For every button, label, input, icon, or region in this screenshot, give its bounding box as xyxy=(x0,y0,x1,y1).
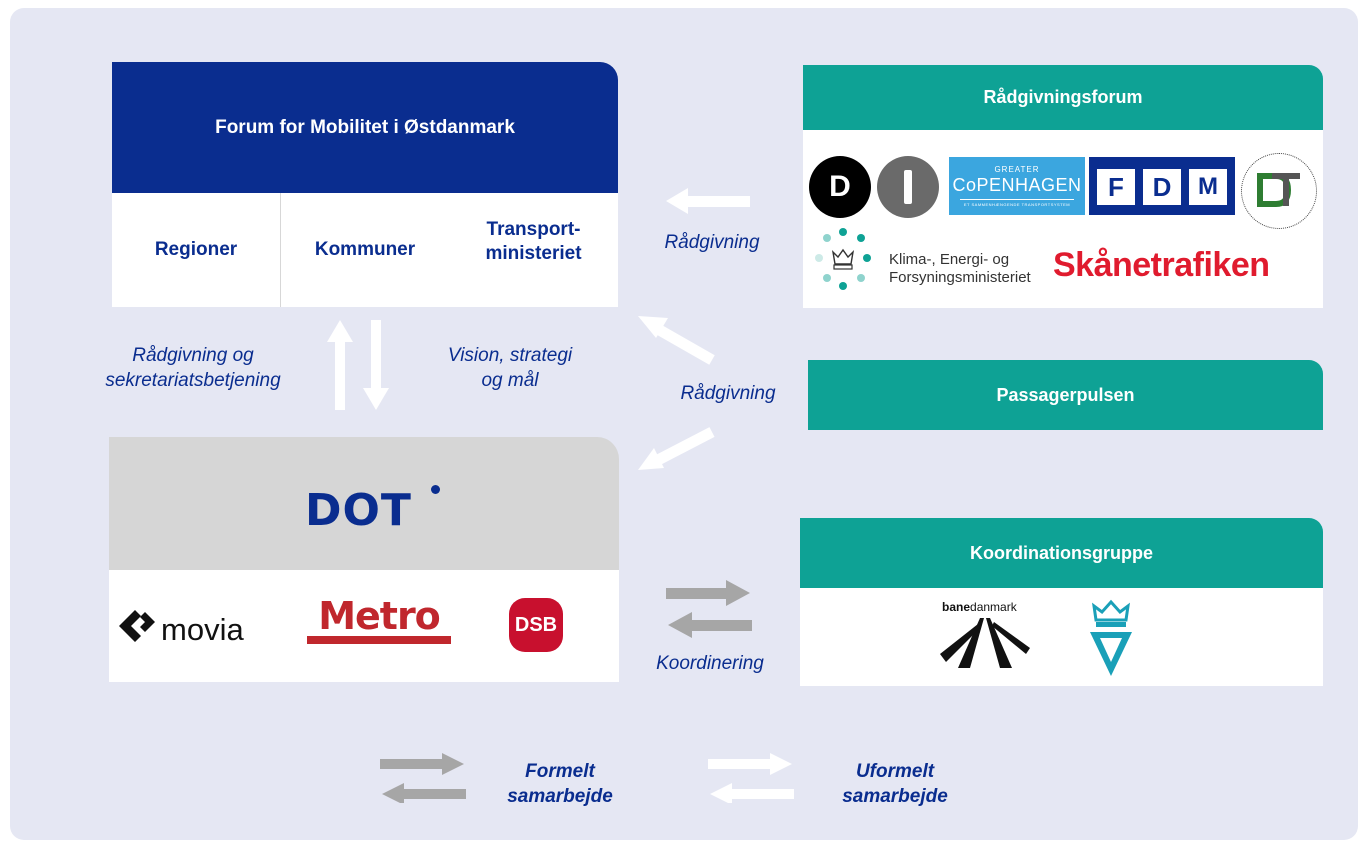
legend-arrow-right-white-icon xyxy=(708,753,792,775)
metro-underline xyxy=(307,636,451,644)
vertical-arrows xyxy=(327,320,389,410)
passagerpulsen-title: Passagerpulsen xyxy=(808,360,1323,430)
legend-informal-label: Uformelt samarbejde xyxy=(820,760,970,809)
dot-logo: DOT xyxy=(305,485,412,536)
dsb-label: DSB xyxy=(514,613,558,636)
arrow-left-white-icon xyxy=(666,188,750,214)
passagerpulsen-title-text: Passagerpulsen xyxy=(996,384,1135,405)
di-logo-i xyxy=(877,156,939,218)
legend-arrow-right-gray-icon xyxy=(380,753,464,775)
di-logo-d: D xyxy=(809,156,871,218)
banedanmark-bane: bane xyxy=(942,600,971,614)
gc-tagline: ET SAMMENHÆNGENDE TRANSPORTSYSTEM xyxy=(963,202,1071,207)
dot-box: DOT xyxy=(109,437,619,570)
label-advice-secretariat-2: sekretariatsbetjening xyxy=(105,370,281,392)
arrow-right-gray-icon xyxy=(666,580,750,606)
fdm-logo: F D M xyxy=(1089,157,1235,215)
forum-members: Regioner Kommuner Transport-ministeriet xyxy=(112,193,618,307)
member-divider xyxy=(280,193,281,307)
raadgivningsforum-title: Rådgivningsforum xyxy=(803,65,1323,130)
label-vision-2: og mål xyxy=(481,370,539,392)
metro-logo: Metro xyxy=(307,594,451,644)
movia-label: movia xyxy=(161,612,244,647)
legend-arrow-left-white-icon xyxy=(710,783,794,803)
legend-informal-1: Uformelt xyxy=(855,761,935,782)
vejdirektoratet-crown-icon xyxy=(1090,599,1132,676)
arrow-up-icon xyxy=(327,320,353,410)
label-advice-top-text: Rådgivning xyxy=(664,232,760,253)
gc-greater: GREATER xyxy=(994,165,1040,174)
movia-text: movia xyxy=(161,612,244,648)
koordinationsgruppe-logos: banedanmark xyxy=(800,588,1323,686)
fdm-f: F xyxy=(1097,169,1135,205)
forum-title-text: Forum for Mobilitet i Østdanmark xyxy=(215,116,515,138)
skanetrafiken-logo: Skånetrafiken xyxy=(1053,246,1270,285)
greater-copenhagen-logo: GREATER CoPENHAGEN ET SAMMENHÆNGENDE TRA… xyxy=(949,157,1085,215)
kefm-text-1: Klima-, Energi- og xyxy=(889,251,1010,268)
advice-arrows xyxy=(638,188,750,470)
movia-logo xyxy=(115,608,157,649)
fdm-m: M xyxy=(1189,169,1227,205)
label-advice-secretariat: Rådgivning og sekretariatsbetjening xyxy=(82,343,304,393)
legend-formal-1: Formelt xyxy=(525,761,595,782)
label-advice-mid-text: Rådgivning xyxy=(680,383,776,404)
label-coordination: Koordinering xyxy=(640,651,780,676)
legend-arrow-left-gray-icon xyxy=(382,783,466,803)
di-logo-i-bar xyxy=(904,170,912,204)
raadgivningsforum-title-text: Rådgivningsforum xyxy=(983,87,1143,107)
di-logo-d-text: D xyxy=(829,170,851,203)
dsb-logo: DSB xyxy=(509,598,563,652)
coordination-arrows xyxy=(666,580,752,638)
legend-informal-2: samarbejde xyxy=(842,785,948,807)
arrow-down-icon xyxy=(363,320,389,410)
member-transport-label-1: Transport- xyxy=(486,219,581,241)
member-transport-label-2: ministeriet xyxy=(485,243,582,264)
label-vision: Vision, strategi og mål xyxy=(430,343,590,393)
label-advice-top: Rådgivning xyxy=(650,230,774,255)
forum-title: Forum for Mobilitet i Østdanmark xyxy=(112,62,618,193)
arrow-left-gray-icon xyxy=(668,612,752,638)
arrow-diag-up-white-icon xyxy=(638,316,715,365)
banedanmark-danmark: danmark xyxy=(970,600,1017,614)
arrow-diag-down-white-icon xyxy=(638,427,715,470)
kefm-text: Klima-, Energi- og Forsyningsministeriet xyxy=(889,251,1031,287)
banedanmark-rails-icon xyxy=(940,618,1030,668)
label-advice-secretariat-1: Rådgivning og xyxy=(132,345,254,366)
label-advice-mid: Rådgivning xyxy=(666,381,790,406)
kefm-crown-icon xyxy=(815,228,871,290)
legend-informal-arrows xyxy=(708,753,794,803)
gc-copenhagen: CoPENHAGEN xyxy=(952,175,1082,195)
koordinationsgruppe-title: Koordinationsgruppe xyxy=(800,518,1323,588)
legend-formal-label: Formelt samarbejde xyxy=(490,760,630,809)
member-transportministeriet: Transport-ministeriet xyxy=(449,185,618,299)
fdm-d: D xyxy=(1143,169,1181,205)
member-regioner-label: Regioner xyxy=(154,239,238,261)
raadgivningsforum-logos: D GREATER CoPENHAGEN ET SAMMENHÆNGENDE T… xyxy=(803,130,1323,308)
gc-rule xyxy=(960,199,1074,200)
koordinationsgruppe-title-text: Koordinationsgruppe xyxy=(970,542,1153,563)
dot-logo-text: DOT xyxy=(305,485,412,536)
dot-logo-dot xyxy=(431,485,440,494)
legend-formal-arrows xyxy=(380,753,466,803)
kefm-text-2: Forsyningsministeriet xyxy=(889,269,1031,286)
dtf-logo xyxy=(1241,153,1317,229)
metro-label: Metro xyxy=(318,594,441,638)
movia-mark-icon xyxy=(119,610,155,642)
member-regioner: Regioner xyxy=(112,193,280,307)
label-coordination-text: Koordinering xyxy=(656,653,764,674)
dot-operators: movia Metro DSB xyxy=(109,570,619,682)
legend-formal-2: samarbejde xyxy=(507,785,613,807)
label-vision-1: Vision, strategi xyxy=(447,345,573,366)
member-kommuner: Kommuner xyxy=(281,193,449,307)
skanetrafiken-label: Skånetrafiken xyxy=(1053,246,1270,284)
banedanmark-logo: banedanmark xyxy=(942,600,1017,614)
dtf-mark-icon xyxy=(1257,173,1300,207)
member-kommuner-label: Kommuner xyxy=(314,239,416,261)
